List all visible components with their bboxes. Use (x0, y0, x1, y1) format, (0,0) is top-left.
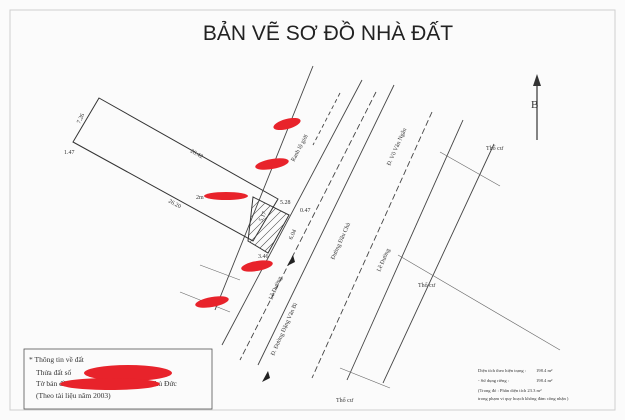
redaction-marks (60, 117, 301, 390)
sheet-frame (9, 9, 616, 411)
area-current-value: 198.4 m² (536, 368, 553, 373)
area-private-value: 198.4 m² (536, 378, 553, 383)
info-parcel: Thửa đất số (36, 368, 72, 377)
neighbour-lines (179, 151, 561, 389)
dim-label: 7.26 (76, 113, 86, 125)
road-lines (214, 65, 495, 384)
drawing-title: BẢN VẼ SƠ ĐỒ NHÀ ĐẤT (203, 21, 453, 45)
north-arrow-icon (533, 74, 541, 140)
area-note-1: (Trong đó : Phần diện tích 23.3 m² (478, 388, 542, 393)
dim-label: 26.20 (167, 199, 182, 211)
land-use-label: Thổ cư (486, 145, 504, 152)
info-source-year: (Theo tài liệu năm 2003) (36, 391, 111, 400)
hatched-area (248, 197, 289, 253)
land-use-label: Thổ cư (418, 282, 436, 289)
land-lot (72, 97, 290, 254)
area-current-label: Diện tích theo hiện trạng : (478, 368, 526, 373)
info-map-sheet: Tờ bản đồ số (36, 379, 75, 388)
dim-label: 26.42 (189, 149, 204, 161)
dim-label: 5.28 (280, 200, 291, 206)
dim-label: 1.47 (64, 150, 75, 156)
dim-label: 3.46 (258, 254, 269, 260)
road-boundary-label: Ranh lộ giới (290, 133, 309, 162)
area-private-label: - Sử dụng riêng : (478, 378, 509, 383)
sidewalk-label-left: Lề Đường (267, 275, 283, 300)
north-label: B (531, 99, 538, 111)
sidewalk-label-right: Lề Đường (375, 247, 391, 272)
info-heading: * Thông tin về đất (29, 355, 85, 364)
dim-label: 6.04 (288, 229, 298, 241)
area-note-2: trong phạm vi quy hoạch không đảm công n… (478, 396, 569, 401)
dim-label: 0.47 (300, 208, 311, 214)
info-district: Thủ Đức (150, 379, 177, 388)
road-label-center: Đường Đầu Chủ (329, 222, 352, 261)
info-box (23, 348, 213, 410)
road-label-vo-van-ngan: Đ. Võ Văn Ngân (386, 127, 408, 166)
direction-arrow-icon (262, 255, 295, 382)
land-use-label: Thổ cư (336, 397, 354, 404)
dim-label: 5.17 (258, 211, 268, 223)
hatched-note: 2m (196, 195, 204, 201)
